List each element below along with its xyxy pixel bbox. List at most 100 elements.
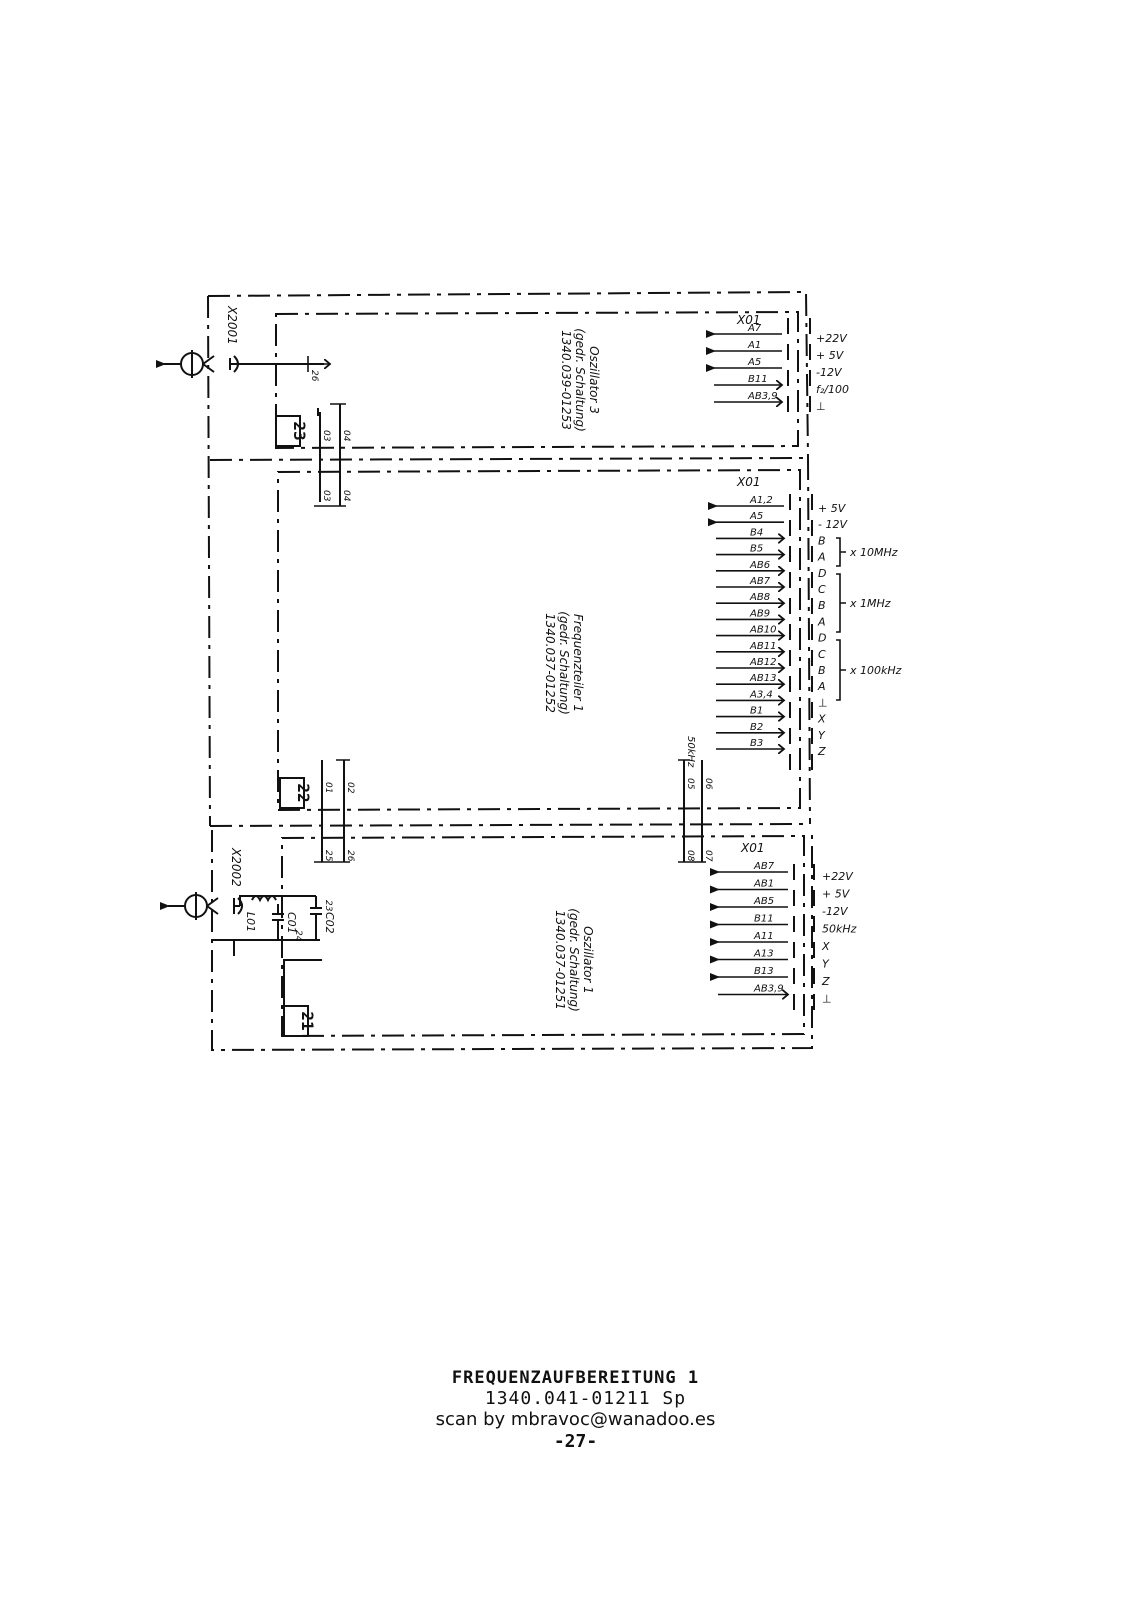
rail-label: B bbox=[818, 599, 826, 612]
rail-label: ⊥ bbox=[822, 993, 832, 1006]
board-22-number: 22 bbox=[294, 783, 313, 802]
pin-label: B13 bbox=[754, 966, 774, 977]
board-23-x01: X01 bbox=[736, 313, 761, 327]
group-10mhz: x 10MHz bbox=[849, 546, 898, 559]
pin-label: A11 bbox=[753, 931, 774, 942]
svg-text:26: 26 bbox=[309, 370, 319, 382]
rail-label: C bbox=[818, 583, 826, 596]
pin-label: B2 bbox=[750, 722, 763, 733]
pin-label: B11 bbox=[754, 914, 774, 925]
svg-text:1340.037-01251: 1340.037-01251 bbox=[553, 910, 567, 1010]
rail-label: D bbox=[818, 567, 826, 580]
board-23-outline bbox=[275, 310, 799, 450]
rail-label: +22V bbox=[816, 332, 848, 345]
svg-text:01: 01 bbox=[323, 782, 333, 793]
board-21-x01: X01 bbox=[740, 841, 765, 855]
svg-text:(gedr. Schaltung): (gedr. Schaltung) bbox=[567, 908, 581, 1011]
pin-label: A1 bbox=[747, 340, 761, 351]
pin-label: B1 bbox=[750, 706, 763, 717]
caption-title: FREQUENZAUFBEREITUNG 1 bbox=[451, 1368, 700, 1388]
group-1mhz: x 1MHz bbox=[849, 597, 891, 610]
svg-text:26: 26 bbox=[345, 850, 355, 862]
pin-label: B5 bbox=[750, 544, 763, 555]
svg-text:(gedr. Schaltung): (gedr. Schaltung) bbox=[557, 611, 571, 714]
pin-label: AB7 bbox=[749, 576, 771, 587]
pin-label: AB3,9 bbox=[747, 391, 778, 402]
svg-text:05: 05 bbox=[685, 778, 695, 790]
rail-label: B bbox=[818, 664, 826, 677]
svg-text:(gedr. Schaltung): (gedr. Schaltung) bbox=[573, 328, 587, 431]
pin-label: B11 bbox=[748, 374, 768, 385]
svg-text:06: 06 bbox=[703, 778, 713, 790]
group-100khz: x 100kHz bbox=[849, 664, 902, 677]
caption: FREQUENZAUFBEREITUNG 1 1340.041-01211 Sp… bbox=[0, 1368, 1131, 1452]
svg-text:X2002: X2002 bbox=[229, 847, 243, 887]
pin-label: AB10 bbox=[749, 625, 776, 636]
enclosure-top bbox=[207, 290, 811, 827]
rail-label: Y bbox=[822, 958, 830, 971]
pin-label: AB7 bbox=[753, 861, 775, 872]
rail-label: ⊥ bbox=[816, 400, 826, 413]
rail-label: 50kHz bbox=[822, 923, 857, 936]
board-21-outline bbox=[281, 834, 805, 1038]
rail-label: Z bbox=[817, 745, 826, 758]
rail-label: -12V bbox=[822, 905, 849, 918]
svg-text:X2001: X2001 bbox=[225, 305, 239, 345]
svg-text:03: 03 bbox=[321, 490, 331, 502]
pin-label: AB8 bbox=[749, 592, 770, 603]
board-21-number: 21 bbox=[298, 1011, 317, 1030]
rail-separators bbox=[787, 318, 815, 1010]
pin-label: A3,4 bbox=[749, 689, 773, 700]
rail-label: C bbox=[818, 648, 826, 661]
board-22-pins: A1,2A5B4B5AB6AB7AB8AB9AB10AB11AB12AB13A3… bbox=[708, 495, 784, 749]
rail-label: B bbox=[818, 534, 826, 547]
rail-label: D bbox=[818, 632, 826, 645]
svg-text:Oszillator 1: Oszillator 1 bbox=[581, 926, 595, 994]
svg-text:08: 08 bbox=[685, 850, 695, 862]
svg-text:07: 07 bbox=[703, 850, 713, 862]
board-21-title: Oszillator 1 (gedr. Schaltung) 1340.037-… bbox=[553, 908, 595, 1011]
group-brackets bbox=[836, 537, 846, 701]
rail-label: f₂/100 bbox=[816, 383, 849, 396]
rail-label: + 5V bbox=[816, 349, 845, 362]
label-50khz: 50kHz bbox=[685, 736, 696, 768]
caption-number: 1340.041-01211 Sp bbox=[484, 1388, 687, 1409]
svg-text:C01: C01 bbox=[285, 912, 298, 934]
svg-text:C02: C02 bbox=[323, 912, 336, 934]
rail-label: - 12V bbox=[818, 518, 848, 531]
svg-text:04: 04 bbox=[341, 430, 351, 442]
svg-text:04: 04 bbox=[341, 490, 351, 502]
pin-label: AB11 bbox=[749, 641, 776, 652]
rail-label: X bbox=[817, 713, 826, 726]
pin-label: AB9 bbox=[749, 608, 770, 619]
pin-label: AB3,9 bbox=[753, 984, 784, 995]
svg-text:1340.039-01253: 1340.039-01253 bbox=[559, 330, 573, 430]
board-23-number-box: 23 bbox=[275, 415, 309, 447]
connector-x2002: L01 C01 C02 X2002 bbox=[160, 847, 336, 956]
pin-label: B3 bbox=[750, 738, 763, 749]
svg-text:02: 02 bbox=[345, 782, 355, 794]
rail-label: + 5V bbox=[818, 502, 847, 515]
svg-text:L01: L01 bbox=[244, 912, 257, 932]
board-22-x01: X01 bbox=[736, 475, 761, 489]
svg-text:Oszillator 3: Oszillator 3 bbox=[587, 346, 601, 414]
pin-label: A5 bbox=[749, 511, 763, 522]
svg-text:23: 23 bbox=[323, 900, 333, 912]
pin-label: A5 bbox=[747, 357, 761, 368]
pin-label: A1,2 bbox=[749, 495, 773, 506]
caption-page: -27- bbox=[553, 1431, 598, 1452]
svg-text:24: 24 bbox=[293, 930, 303, 942]
board-21-number-box: 21 bbox=[283, 1005, 317, 1037]
pin-label: A13 bbox=[753, 949, 774, 960]
rail-label: Y bbox=[818, 729, 826, 742]
rail-label: X bbox=[821, 940, 830, 953]
pin-label: AB1 bbox=[753, 879, 774, 890]
rail-label: Z bbox=[821, 975, 830, 988]
rail-label: + 5V bbox=[822, 888, 851, 901]
svg-text:03: 03 bbox=[321, 430, 331, 442]
